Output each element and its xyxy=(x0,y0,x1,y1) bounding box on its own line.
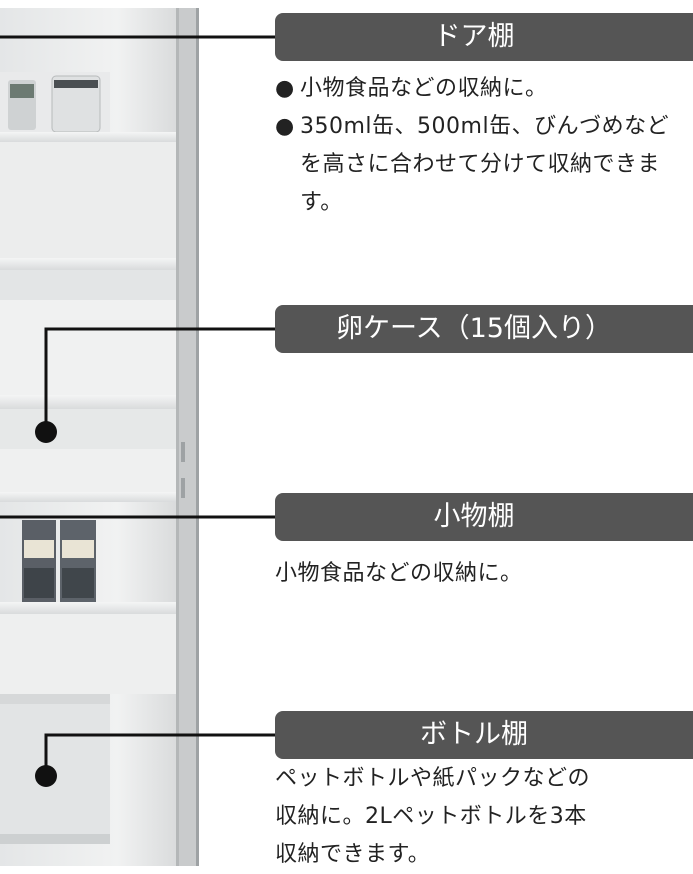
door-shelf-bullet-1: ● 小物食品などの収納に。 xyxy=(275,70,693,108)
bottle-shelf-label: ボトル棚 xyxy=(275,711,693,759)
bottle-shelf-text-line-1: ペットボトルや紙パックなどの xyxy=(275,766,591,791)
door-shelf-top xyxy=(0,72,176,142)
bullet-dot: ● xyxy=(275,76,295,101)
door-shelf-bullet-2: ● 350ml缶、500ml缶、びんづめなどを高さに合わせて分けて収納できます。 xyxy=(275,108,690,222)
door-shelf-label: ドア棚 xyxy=(275,13,693,61)
bottle-shelf-text-line-3: 収納できます。 xyxy=(275,842,431,867)
egg-case-label: 卵ケース（15個入り） xyxy=(275,305,693,353)
bottle-shelf-description: ペットボトルや紙パックなどの 収納に。2Lペットボトルを3本 収納できます。 xyxy=(275,760,693,874)
bottle-shelf-tray xyxy=(0,694,110,844)
door-edge xyxy=(178,8,198,866)
small-item-shelf-label: 小物棚 xyxy=(275,493,693,541)
egg-case-shelf xyxy=(0,395,176,409)
bottle-shelf-text-line-2: 収納に。2Lペットボトルを3本 xyxy=(275,804,587,829)
small-item-shelf xyxy=(0,449,176,614)
small-item-shelf-description: 小物食品などの収納に。 xyxy=(275,555,693,593)
bullet-dot: ● xyxy=(275,114,295,139)
small-item-shelf-text: 小物食品などの収納に。 xyxy=(275,561,523,586)
refrigerator-door-photo xyxy=(0,8,199,866)
door-shelf-description: ● 小物食品などの収納に。 ● 350ml缶、500ml缶、びんづめなどを高さに… xyxy=(275,70,693,222)
door-shelf-2 xyxy=(0,258,176,270)
